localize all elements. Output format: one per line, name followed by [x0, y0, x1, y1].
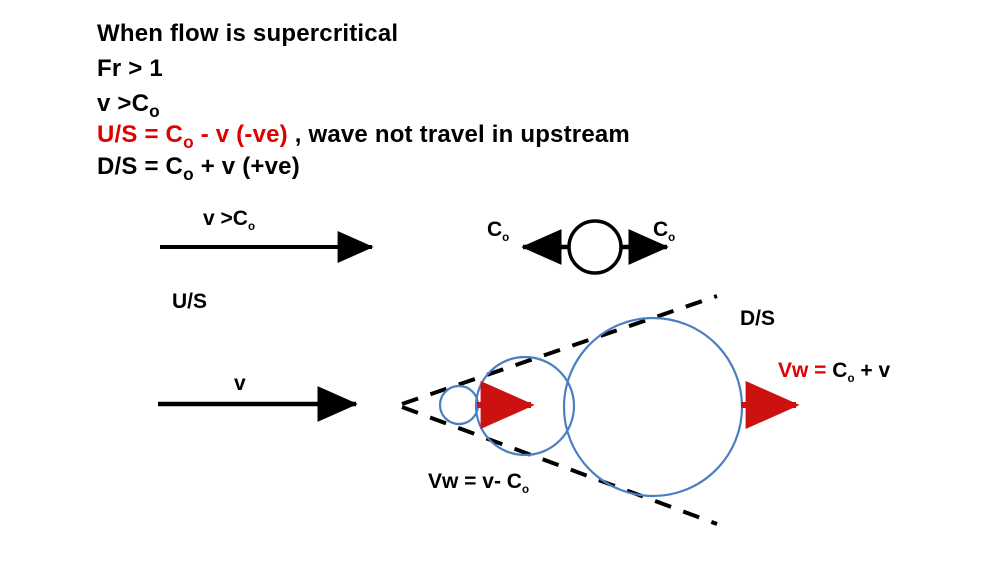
- wave-celerity-left-text: C: [487, 218, 503, 241]
- heading-line3-text: v >C: [97, 90, 150, 117]
- downstream-wave-speed-red: Vw =: [778, 359, 827, 382]
- wavefront-circle-3-icon: [562, 316, 744, 498]
- heading-ds-subscript: o: [183, 163, 194, 184]
- heading-line-upstream: U/S = Co - v (-ve) , wave not travel in …: [97, 123, 630, 151]
- mach-cone-upper-line-icon: [401, 294, 718, 406]
- mach-cone-lower-line-icon: [401, 405, 718, 526]
- heading-line-downstream: D/S = Co + v (+ve): [97, 155, 300, 183]
- upstream-wave-speed-subscript: o: [521, 484, 530, 497]
- upstream-wave-speed-text: Vw = v- C: [428, 470, 522, 493]
- heading-line-froude: Fr > 1: [97, 57, 163, 81]
- upstream-label-text: U/S: [172, 290, 208, 313]
- downstream-label: D/S: [740, 308, 775, 329]
- wave-source-circle-icon: [567, 219, 623, 275]
- heading-us-red-a: U/S = C: [97, 121, 184, 148]
- wave-celerity-right-subscript: o: [668, 232, 676, 245]
- lower-flow-velocity-text: v: [234, 372, 246, 395]
- upper-flow-velocity-subscript: o: [247, 221, 256, 234]
- heading-line1-text: When flow is supercritical: [97, 20, 399, 47]
- heading-line2-text: Fr > 1: [97, 55, 163, 82]
- heading-line-velocity: v >Co: [97, 92, 160, 120]
- upper-flow-velocity-label: v >Co: [203, 208, 255, 234]
- upper-flow-velocity-text: v >C: [203, 207, 248, 230]
- lower-flow-velocity-label: v: [234, 373, 246, 394]
- heading-ds-a: D/S = C: [97, 153, 184, 180]
- wavefront-circle-2-icon: [474, 355, 576, 457]
- wave-celerity-left-subscript: o: [502, 232, 510, 245]
- downstream-wave-speed-black-b: + v: [854, 359, 891, 382]
- wave-celerity-left-label: Co: [487, 219, 509, 245]
- heading-ds-b: + v (+ve): [193, 153, 300, 180]
- heading-line3-subscript: o: [149, 100, 160, 121]
- heading-us-red-b: - v (-ve): [193, 121, 288, 148]
- heading-us-red-subscript: o: [183, 131, 194, 152]
- downstream-label-text: D/S: [740, 307, 776, 330]
- heading-line-supercritical: When flow is supercritical: [97, 22, 398, 46]
- upstream-label: U/S: [172, 291, 207, 312]
- downstream-wave-speed-subscript: o: [847, 373, 855, 386]
- wavefront-circle-1-icon: [438, 384, 480, 426]
- downstream-wave-speed-label: Vw = Co + v: [778, 360, 890, 386]
- heading-us-black: , wave not travel in upstream: [287, 121, 630, 148]
- upstream-wave-speed-label: Vw = v- Co: [428, 471, 529, 497]
- downstream-wave-speed-black-a: C: [826, 359, 848, 382]
